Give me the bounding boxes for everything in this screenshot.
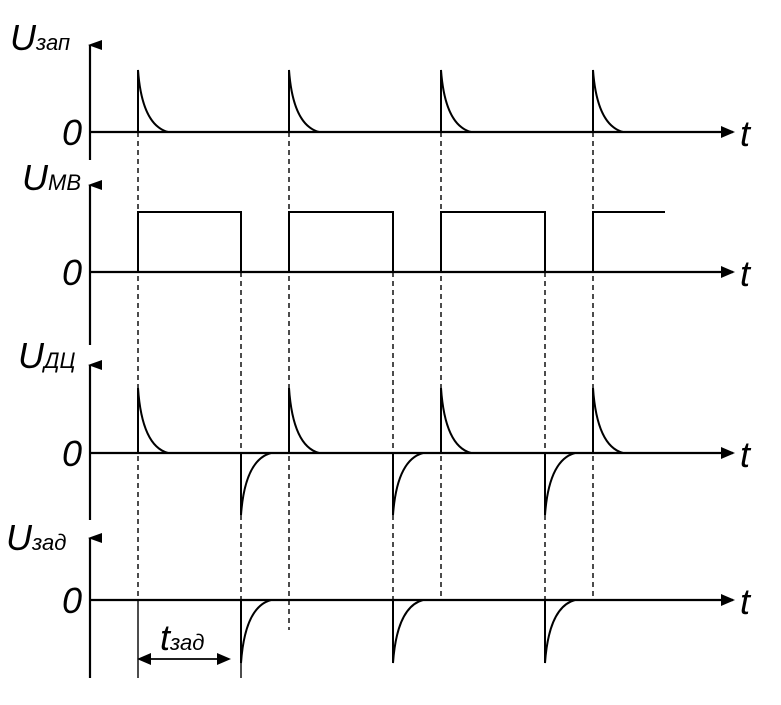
diff-positive-spike — [440, 387, 472, 454]
zero-label: 0 — [62, 252, 82, 293]
delay-label-main: t — [160, 617, 172, 658]
signal-label-sub: ДЦ — [41, 348, 76, 373]
delayed-pulse — [544, 599, 576, 664]
signal-label-sub: МВ — [48, 170, 81, 195]
trigger-pulse — [440, 69, 472, 133]
signal-label-dc: UДЦ — [18, 335, 76, 376]
monostable-pulse — [137, 211, 242, 272]
time-label: t — [740, 581, 752, 622]
time-label: t — [740, 113, 752, 154]
signal-label-zap: Uзап — [10, 17, 70, 58]
diff-positive-spike — [592, 387, 624, 454]
panel-zap: Uзап 0 t — [10, 17, 752, 160]
time-label: t — [740, 253, 752, 294]
time-label: t — [740, 434, 752, 475]
signal-label-main: U — [10, 17, 37, 58]
monostable-pulse — [592, 211, 665, 272]
signal-label-main: U — [22, 157, 49, 198]
signal-label-zad: Uзад — [6, 517, 66, 558]
panel-dc: UДЦ 0 t — [18, 335, 752, 520]
zero-label: 0 — [62, 112, 82, 153]
diff-positive-spike — [137, 387, 169, 454]
trigger-pulse — [137, 69, 169, 133]
signal-label-sub: зад — [31, 530, 66, 555]
guide-lines — [137, 132, 594, 630]
zero-label: 0 — [62, 580, 82, 621]
panel-zad: Uзад 0 t tзад — [6, 517, 752, 678]
diff-positive-spike — [288, 387, 320, 454]
signal-label-main: U — [18, 335, 45, 376]
diff-negative-spike — [240, 452, 272, 516]
delayed-pulse — [240, 599, 272, 664]
signal-label-main: U — [6, 517, 33, 558]
diff-negative-spike — [392, 452, 424, 516]
delay-label: tзад — [160, 617, 204, 658]
diff-negative-spike — [544, 452, 576, 516]
trigger-pulse — [288, 69, 320, 133]
signal-label-mv: UМВ — [22, 157, 81, 198]
panel-mv: UМВ 0 t — [22, 157, 752, 345]
monostable-pulse — [288, 211, 394, 272]
delayed-pulse — [392, 599, 424, 664]
zero-label: 0 — [62, 433, 82, 474]
delay-label-sub: зад — [169, 630, 204, 655]
trigger-pulse — [592, 69, 624, 133]
monostable-pulse — [440, 211, 546, 272]
signal-label-sub: зап — [35, 30, 70, 55]
